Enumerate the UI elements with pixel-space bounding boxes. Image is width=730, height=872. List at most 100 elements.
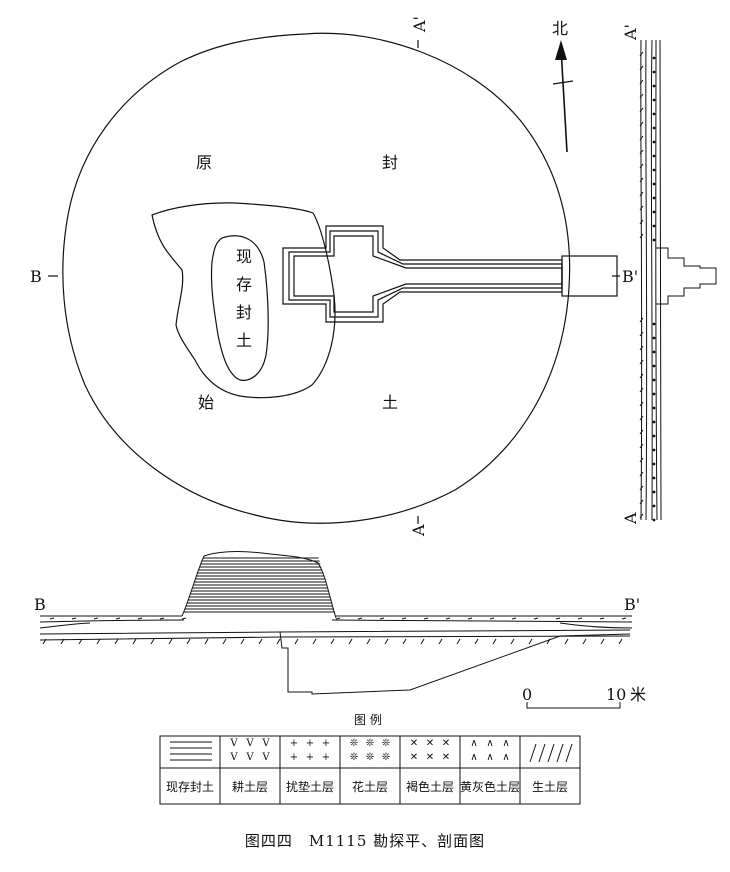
soil-dot [652,434,656,438]
original-mound-outline [62,32,571,524]
legend-label-7: 生土层 [532,780,568,794]
soil-mark [621,617,627,620]
section-a-tomb-profile [656,247,717,305]
soil-mark [639,191,644,197]
soil-mark [492,638,497,645]
soil-mark [489,617,495,620]
soil-mark [639,163,644,169]
swatch-raw-soil [529,743,573,763]
soil-dot [652,168,656,172]
soil-mark [335,617,341,620]
soil-mark [639,373,644,379]
soil-mark [114,638,119,645]
legend-swatch-glyph: ✕ [410,738,418,749]
soil-dot [652,462,656,466]
soil-mark [78,638,83,645]
soil-mark [639,401,644,407]
plan-view [48,32,620,524]
soil-dot [652,504,656,508]
tomb-outline-middle [288,230,563,318]
section-a-soil-marks [639,51,656,522]
legend-label-6: 黄灰色土层 [460,780,520,794]
soil-mark [639,345,644,351]
north-label: 北 [552,19,568,38]
soil-mark [294,638,299,645]
label-a-bottom: A [409,524,428,537]
legend-swatch-glyph: V [245,738,254,749]
soil-mark [49,617,55,620]
soil-mark [639,513,644,519]
soil-mark [348,638,353,645]
soil-mark [93,617,99,620]
soil-mark [618,638,623,645]
legend-label-1: 现存封土 [166,780,214,794]
soil-mark [132,638,137,645]
section-a-view [639,39,717,522]
legend-label-5: 褐色土层 [406,779,454,794]
soil-mark [222,638,227,645]
soil-mark [181,617,187,620]
soil-mark [186,638,191,645]
soil-mark [204,638,209,645]
current-mound-core [210,235,269,381]
soil-mark [639,93,644,99]
soil-mark [240,638,245,645]
section-a-label-bottom: A [621,512,640,525]
legend-swatch-glyph: ∧ [470,738,477,749]
soil-dot [652,518,656,522]
label-a-top: A' [410,16,429,33]
current-mound-char-4: 土 [236,331,252,350]
soil-dot [652,490,656,494]
soil-mark [555,617,561,620]
legend-swatch-glyph: ✕ [410,752,418,763]
legend-swatch-glyph: ∧ [502,752,509,763]
legend-swatch-glyph: ∧ [486,738,493,749]
soil-mark [582,638,587,645]
legend-swatch-glyph: ❊ [350,738,358,749]
soil-mark [639,205,644,211]
soil-mark [115,617,121,620]
legend-swatch-glyph: + [322,738,330,749]
soil-dot [652,420,656,424]
soil-mark [639,107,644,113]
legend-swatch-glyph: ✕ [426,752,434,763]
soil-mark [137,617,143,620]
legend-swatch-glyph: ❊ [382,752,390,763]
legend-swatch-glyph: ∧ [486,752,493,763]
legend-swatch-glyph: V [229,752,238,763]
soil-dot [652,336,656,340]
ramp-end [561,255,618,297]
orig-mound-char-2: 封 [382,153,398,172]
legend-swatch-glyph: ∧ [470,752,477,763]
soil-mark [456,638,461,645]
legend-swatch-glyph: ∧ [502,738,509,749]
legend-swatch-glyph: ❊ [350,752,358,763]
scale-bar [526,702,621,709]
soil-mark [467,617,473,620]
legend-swatch-glyph: V [261,738,270,749]
soil-mark [357,617,363,620]
soil-mark [639,471,644,477]
north-arrow [552,40,574,153]
legend-label-3: 扰垫土层 [286,779,334,794]
soil-mark [577,617,583,620]
soil-mark [96,638,101,645]
soil-mark [639,177,644,183]
tomb-outline-inner [293,235,563,313]
soil-mark [402,638,407,645]
legend-table [159,735,581,805]
soil-mark [159,617,165,620]
soil-mark [639,485,644,491]
soil-mark [366,638,371,645]
soil-mark [599,617,605,620]
soil-dot [652,476,656,480]
soil-mark [533,617,539,620]
soil-dot [652,112,656,116]
legend-swatch-glyph: + [290,752,298,763]
section-b-label-left: B [34,595,46,614]
soil-mark [330,638,335,645]
soil-mark [423,617,429,620]
legend-swatch-glyph: ❊ [382,738,390,749]
